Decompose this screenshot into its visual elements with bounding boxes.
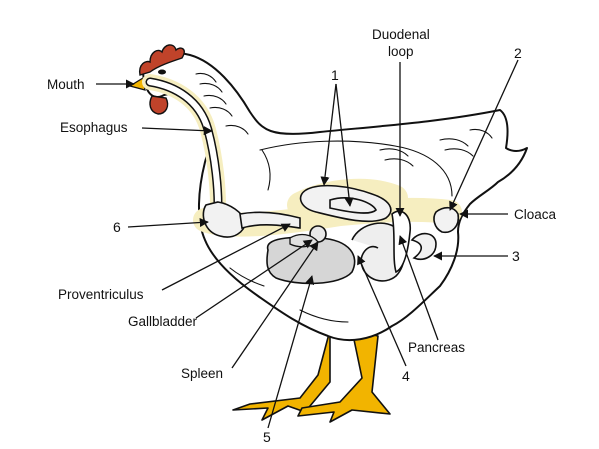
feather-strokes: [195, 72, 493, 323]
number-1: 1: [331, 67, 339, 83]
eye: [158, 69, 166, 75]
wing-outline: [259, 140, 453, 197]
label-cloaca: Cloaca: [514, 207, 557, 222]
label-pancreas: Pancreas: [408, 340, 465, 355]
comb: [138, 44, 185, 76]
number-2: 2: [514, 45, 522, 61]
left-leg: [232, 329, 331, 421]
leader-lines: [96, 59, 519, 429]
label-esophagus: Esophagus: [60, 120, 128, 135]
right-leg: [297, 329, 391, 423]
wattle: [149, 95, 169, 115]
number-3: 3: [512, 248, 520, 264]
legs: [232, 329, 391, 423]
number-6: 6: [113, 219, 121, 235]
label-spleen: Spleen: [181, 366, 223, 381]
number-5: 5: [263, 429, 271, 445]
label-duodenal-loop-line2: loop: [388, 44, 414, 59]
label-mouth: Mouth: [47, 77, 85, 92]
head: [128, 44, 185, 115]
label-gallbladder: Gallbladder: [128, 314, 198, 329]
ceca: [410, 232, 437, 260]
label-duodenal-loop-line1: Duodenal: [372, 27, 430, 42]
number-4: 4: [402, 368, 410, 384]
cloaca: [433, 206, 460, 234]
label-proventriculus: Proventriculus: [58, 287, 144, 302]
